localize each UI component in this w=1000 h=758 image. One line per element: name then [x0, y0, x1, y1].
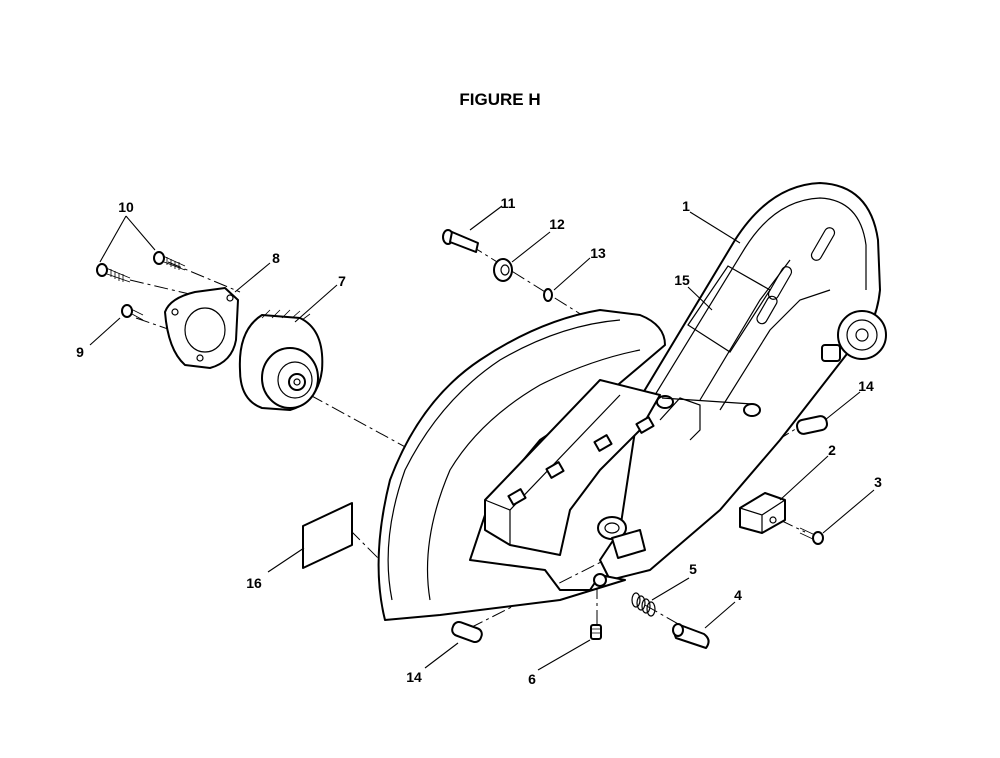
callout-14-upper: 14: [858, 378, 874, 394]
part-14-bumper-upper: [795, 415, 829, 435]
callout-14-lower: 14: [406, 669, 422, 685]
part-8-plate: [164, 287, 239, 369]
part-5-spring: [631, 592, 656, 617]
part-14-bumper-lower: [451, 620, 483, 644]
callout-5: 5: [689, 561, 697, 577]
callout-9: 9: [76, 344, 84, 360]
callout-3: 3: [874, 474, 882, 490]
part-16-warning-label: [302, 502, 353, 569]
part-13-washer: [543, 288, 553, 302]
callout-13: 13: [590, 245, 606, 261]
figure-title: FIGURE H: [459, 90, 541, 109]
part-11-bolt: [442, 229, 479, 253]
part-10-screws: [96, 251, 186, 283]
part-15-label: [687, 265, 771, 353]
callout-11: 11: [501, 195, 516, 211]
callout-8: 8: [272, 250, 280, 266]
part-4-pin: [672, 623, 710, 649]
callout-7: 7: [338, 273, 346, 289]
callout-1: 1: [682, 198, 690, 214]
part-3-screw: [799, 527, 824, 545]
blade-guard: [377, 309, 666, 621]
callout-2: 2: [828, 442, 836, 458]
guard-pads: [507, 416, 655, 506]
part-1-belt-housing: [599, 182, 887, 581]
callout-15: 15: [674, 272, 690, 288]
callout-4: 4: [734, 587, 742, 603]
callout-labels: 10 8 7 9 11 12 13 1 15 14 2 3 5 4 6 14 1…: [76, 195, 882, 687]
callout-12: 12: [549, 216, 565, 232]
callout-6: 6: [528, 671, 536, 687]
part-12-spacer: [493, 258, 513, 282]
part-9-screw: [121, 304, 144, 321]
part-6-set-screw: [590, 624, 602, 640]
part-2-block: [739, 492, 786, 534]
part-7-bearing-assembly: [238, 309, 324, 411]
callout-16: 16: [246, 575, 262, 591]
leader-lines: [89, 205, 875, 671]
callout-10: 10: [118, 199, 134, 215]
